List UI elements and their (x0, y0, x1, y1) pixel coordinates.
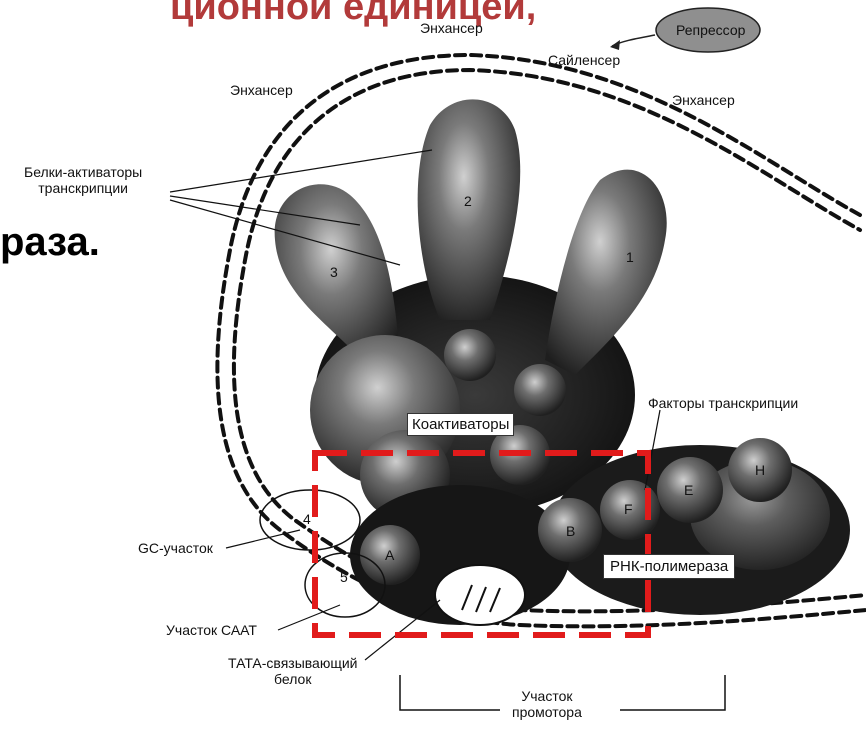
label-activators: Белки-активаторы транскрипции (24, 164, 142, 196)
slide-text-fragment: раза. (0, 220, 100, 265)
protein-number-1: 1 (626, 249, 634, 265)
factor-letter-B: B (566, 523, 575, 539)
label-enhancer-right: Энхансер (672, 92, 735, 108)
factor-letter-F: F (624, 501, 633, 517)
label-transcription-factors: Факторы транскрипции (648, 395, 798, 411)
label-coactivators: Коактиваторы (407, 413, 514, 436)
label-enhancer-left: Энхансер (230, 82, 293, 98)
protein-number-3: 3 (330, 264, 338, 280)
coactivator-ball-2 (514, 364, 566, 416)
factor-letter-H: H (755, 462, 765, 478)
label-promoter-region: Участок промотора (512, 688, 582, 720)
label-tata-binding: ТАТА-связывающий белок (228, 655, 358, 687)
label-gc-region: GC-участок (138, 540, 213, 556)
label-repressor: Репрессор (676, 22, 745, 38)
protein-number-2: 2 (464, 193, 472, 209)
factor-letter-E: E (684, 482, 693, 498)
tata-binding-protein-shape (435, 565, 525, 625)
coactivator-ball-1 (444, 329, 496, 381)
label-caat-region: Участок СААТ (166, 622, 257, 638)
label-rna-polymerase: РНК-полимераза (603, 554, 735, 579)
factor-letter-A: A (385, 547, 395, 563)
protein-number-5: 5 (340, 569, 348, 585)
protein-number-4: 4 (303, 511, 311, 527)
label-silencer: Сайленсер (548, 52, 620, 68)
label-enhancer-top: Энхансер (420, 20, 483, 36)
